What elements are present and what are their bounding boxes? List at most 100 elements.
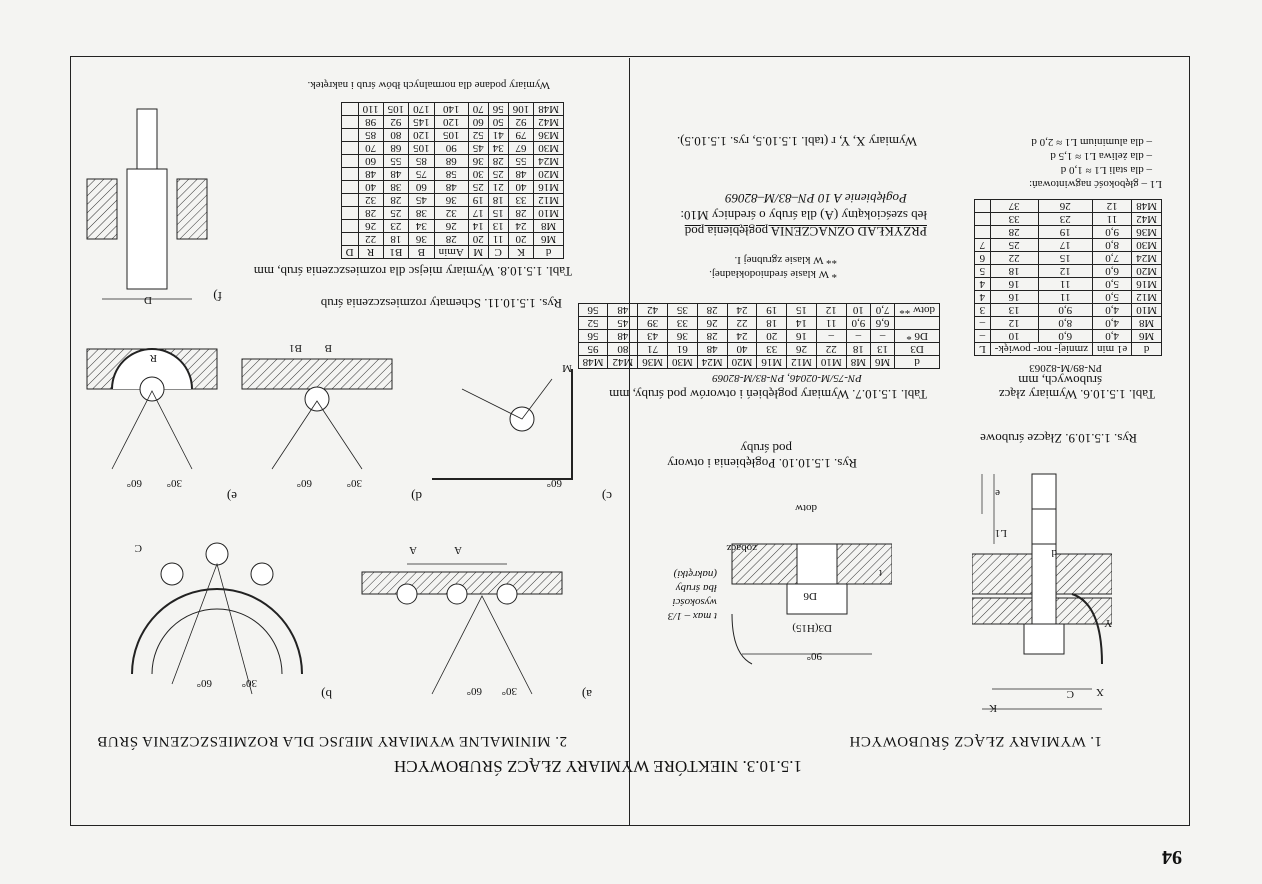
- table-cell: 56: [578, 303, 608, 317]
- table-cell: 48: [383, 167, 409, 181]
- table-cell: 4,0: [1092, 303, 1132, 317]
- table-cell: 25: [383, 206, 409, 220]
- table-cell: 26: [697, 316, 728, 330]
- label-fig-f: f): [213, 289, 222, 304]
- table-cell: 22: [358, 232, 384, 246]
- table-cell: M6: [1131, 329, 1162, 343]
- label-d-60: 60°: [296, 477, 312, 489]
- table-cell: 50: [488, 115, 509, 129]
- table-cell: 70: [358, 141, 384, 155]
- label-L1: L1: [994, 527, 1007, 539]
- table-cell: 18: [756, 316, 787, 330]
- table-cell: 60: [468, 115, 489, 129]
- table-cell: 18: [488, 193, 509, 207]
- table-header-cell: B1: [383, 245, 409, 259]
- table-cell: 60: [358, 154, 384, 168]
- table-cell: M48: [1131, 199, 1162, 213]
- table-header-cell: M: [468, 245, 489, 259]
- table-cell: 92: [383, 115, 409, 129]
- table-cell: 24: [727, 329, 757, 343]
- table-cell: 11: [1038, 290, 1093, 304]
- table-cell: [341, 102, 359, 116]
- table-cell: 68: [383, 141, 409, 155]
- table-cell: 21: [488, 180, 509, 194]
- table-cell: 70: [468, 102, 489, 116]
- table-cell: M8: [533, 219, 564, 233]
- table-cell: 55: [508, 154, 534, 168]
- table-cell: 33: [508, 193, 534, 207]
- label-a-A2: A: [409, 544, 417, 556]
- tab7-title: Tabl. 1.5.10.7. Wymiary pogłębień i otwo…: [609, 387, 927, 402]
- label-Y: Y: [1104, 617, 1112, 629]
- table-cell: [341, 232, 359, 246]
- label-fig-b: b): [321, 687, 332, 702]
- label-a-30: 30°: [501, 685, 517, 697]
- table-cell: 92: [508, 115, 534, 129]
- layout-figure-b: [131, 542, 303, 695]
- table-cell: 8,0: [1038, 316, 1093, 330]
- table-cell: [894, 316, 940, 330]
- table-cell: 9,0: [846, 316, 871, 330]
- table-cell: [341, 180, 359, 194]
- table-cell: dotw **: [894, 303, 940, 317]
- tab6-note1: – dla stali L1 ≈ 1,0 d: [1060, 164, 1152, 176]
- table-cell: 41: [488, 128, 509, 142]
- table-cell: 14: [468, 219, 489, 233]
- table-cell: 6,0: [1092, 264, 1132, 278]
- table-cell: 55: [383, 154, 409, 168]
- table-cell: 40: [358, 180, 384, 194]
- example-line2: łeb sześciokątny (A) dla śruby o średnic…: [680, 208, 927, 223]
- table-cell: 36: [468, 154, 489, 168]
- table-cell: M12: [533, 193, 564, 207]
- caption-fig11: Rys. 1.5.10.11. Schematy rozmieszczenia …: [320, 296, 562, 311]
- table-header-cell: d: [533, 245, 564, 259]
- table-cell: 37: [990, 199, 1039, 213]
- table-cell: 40: [508, 180, 534, 194]
- table-cell: M10: [533, 206, 564, 220]
- table-cell: 60: [408, 180, 435, 194]
- table-cell: 33: [990, 212, 1039, 226]
- table-header-cell: M8: [846, 355, 871, 369]
- table-cell: 105: [408, 141, 435, 155]
- label-d-30: 30°: [346, 477, 362, 489]
- tab6-title2: śrubowych, mm: [1018, 373, 1102, 388]
- table-cell: 10: [846, 303, 871, 317]
- table-cell: 15: [786, 303, 817, 317]
- table-cell: 6,0: [1038, 329, 1093, 343]
- table-cell: 45: [468, 141, 489, 155]
- label-b-30: 30°: [241, 677, 257, 689]
- table-cell: 16: [990, 277, 1039, 291]
- table-cell: 28: [990, 225, 1039, 239]
- table-cell: 14: [786, 316, 817, 330]
- table-cell: 48: [607, 303, 638, 317]
- table-cell: [974, 199, 991, 213]
- label-c-M: M: [562, 362, 572, 374]
- table-cell: [974, 225, 991, 239]
- table-cell: 28: [488, 154, 509, 168]
- table-header-cell: D: [341, 245, 359, 259]
- table-cell: 28: [697, 303, 728, 317]
- table-cell: 9,0: [1038, 303, 1093, 317]
- label-K: K: [989, 702, 997, 714]
- label-e-30: 30°: [166, 477, 182, 489]
- table-cell: 140: [434, 102, 469, 116]
- table-cell: 80: [383, 128, 409, 142]
- table-cell: 28: [508, 206, 534, 220]
- table-cell: M20: [1131, 264, 1162, 278]
- table-cell: 56: [488, 102, 509, 116]
- table-cell: 5: [974, 264, 991, 278]
- table-cell: 98: [358, 115, 384, 129]
- table-cell: 52: [468, 128, 489, 142]
